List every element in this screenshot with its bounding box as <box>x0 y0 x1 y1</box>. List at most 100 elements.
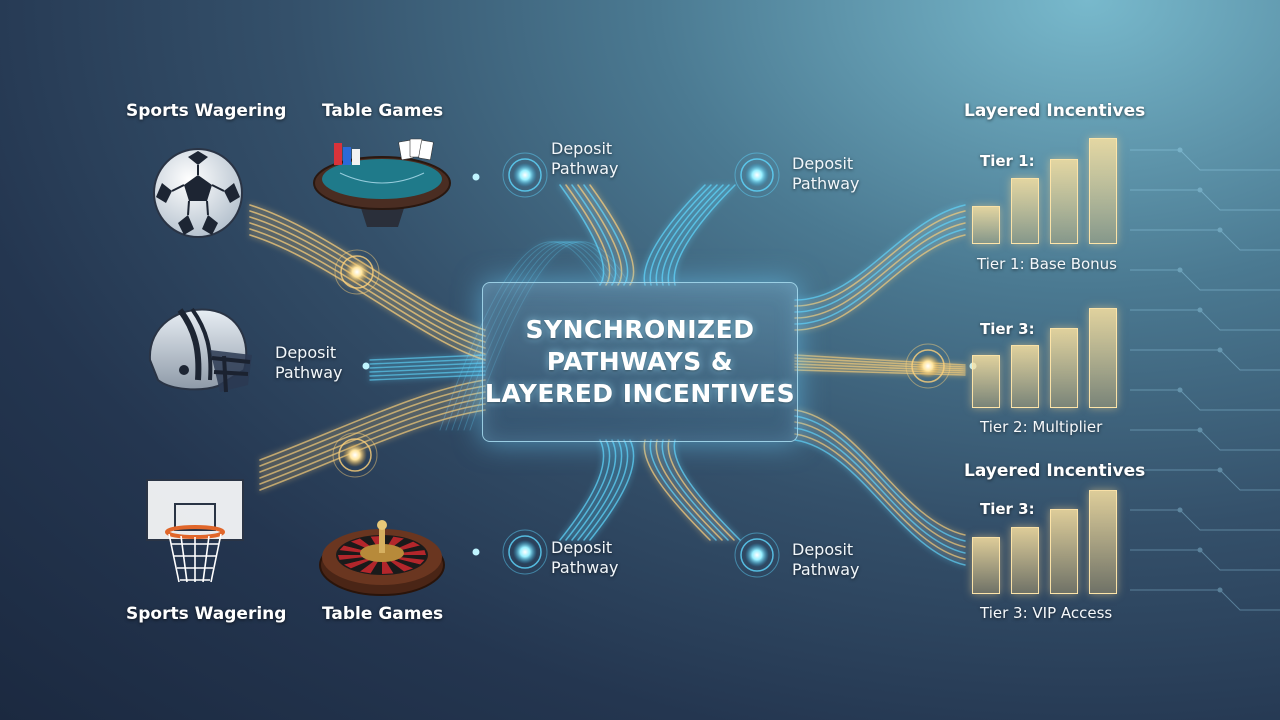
pathway-node <box>502 529 548 575</box>
tier-bar <box>1089 308 1117 408</box>
pathway-dot <box>362 362 370 370</box>
flow-line <box>463 241 625 431</box>
pathway-dot <box>472 548 480 556</box>
flow-line <box>439 241 601 431</box>
pathway-node <box>734 532 780 578</box>
tier-bars-2 <box>972 308 1120 408</box>
tier-bars-3 <box>972 490 1120 594</box>
circuit-dot <box>1197 547 1203 553</box>
tier-caption-2: Tier 2: Multiplier <box>980 418 1103 436</box>
center-title: SYNCHRONIZED PATHWAYS & LAYERED INCENTIV… <box>484 315 796 408</box>
circuit-dot <box>1177 387 1183 393</box>
flow-line <box>249 216 486 343</box>
basketball-hoop-icon <box>145 478 245 590</box>
flow-line <box>469 241 631 431</box>
soccer-ball-icon <box>150 145 246 245</box>
flow-line <box>577 439 623 541</box>
circuit-trace <box>1130 389 1280 411</box>
flow-line <box>369 362 486 369</box>
tier-bar <box>1011 345 1039 408</box>
flow-line <box>259 379 486 461</box>
flow-line <box>794 234 966 331</box>
tier-bar <box>1050 509 1078 594</box>
flow-line <box>259 397 486 479</box>
tier-bar <box>1011 527 1039 594</box>
tier-bar <box>972 355 1000 408</box>
tier-bar <box>1011 178 1039 244</box>
flow-line <box>794 204 966 301</box>
flow-line <box>649 184 712 286</box>
flow-line <box>655 439 723 541</box>
pathway-node <box>734 152 780 198</box>
table-games-label-bottom: Table Games <box>322 604 444 624</box>
circuit-dot <box>1197 427 1203 433</box>
flow-line <box>249 222 486 349</box>
pathway-dot <box>472 173 480 181</box>
layered-incentives-heading-1: Layered Incentives <box>964 101 1146 121</box>
flow-line <box>451 241 613 431</box>
flow-line <box>369 374 486 381</box>
circuit-trace <box>1130 509 1280 531</box>
circuit-dot <box>1177 507 1183 513</box>
flow-line <box>655 184 718 286</box>
circuit-trace <box>1130 149 1280 171</box>
flow-line <box>369 370 486 377</box>
flow-line <box>667 439 735 541</box>
flow-line <box>571 439 617 541</box>
flow-line <box>369 366 486 373</box>
flow-line <box>369 358 486 365</box>
flow-line <box>259 403 486 485</box>
tier-bar <box>1089 138 1117 244</box>
flow-line <box>559 439 605 541</box>
flow-line <box>249 234 486 361</box>
pathway-node <box>502 152 548 198</box>
flow-line <box>643 439 711 541</box>
circuit-trace <box>1130 469 1280 491</box>
flow-line <box>259 409 486 491</box>
football-helmet-icon <box>140 300 260 404</box>
flow-line <box>794 421 966 548</box>
pathway-node <box>334 249 380 295</box>
flow-line <box>661 184 724 286</box>
tier-bars-1 <box>972 138 1120 244</box>
card-table-icon <box>310 135 455 234</box>
flow-line <box>649 439 717 541</box>
circuit-trace <box>1130 229 1280 251</box>
pathway-node <box>332 432 378 478</box>
tier-caption-1: Tier 1: Base Bonus <box>977 255 1117 273</box>
flow-line <box>643 184 706 286</box>
flow-line <box>673 439 741 541</box>
tier-bar <box>972 537 1000 594</box>
circuit-trace <box>1130 429 1280 451</box>
circuit-trace <box>1130 349 1280 371</box>
circuit-dot <box>1177 147 1183 153</box>
flow-line <box>565 439 611 541</box>
flow-line <box>667 184 730 286</box>
flow-line <box>259 391 486 473</box>
roulette-wheel-icon <box>315 505 450 604</box>
circuit-trace <box>1130 189 1280 211</box>
flow-line <box>794 433 966 560</box>
flow-line <box>794 439 966 566</box>
pathway-node <box>905 343 951 389</box>
tier-bar <box>1089 490 1117 594</box>
circuit-trace <box>1130 589 1280 611</box>
circuit-dot <box>1217 467 1223 473</box>
flow-line <box>673 184 736 286</box>
flow-line <box>794 216 966 313</box>
circuit-dot <box>1197 187 1203 193</box>
circuit-dot <box>1197 307 1203 313</box>
tier-bar <box>1050 159 1078 244</box>
tier-head-2: Tier 3: <box>980 320 1035 338</box>
tier-caption-3: Tier 3: VIP Access <box>980 604 1113 622</box>
circuit-trace <box>1130 309 1280 331</box>
sports-wagering-label-top: Sports Wagering <box>126 101 287 121</box>
flow-line <box>794 427 966 554</box>
flow-line <box>794 228 966 325</box>
flow-line <box>794 222 966 319</box>
